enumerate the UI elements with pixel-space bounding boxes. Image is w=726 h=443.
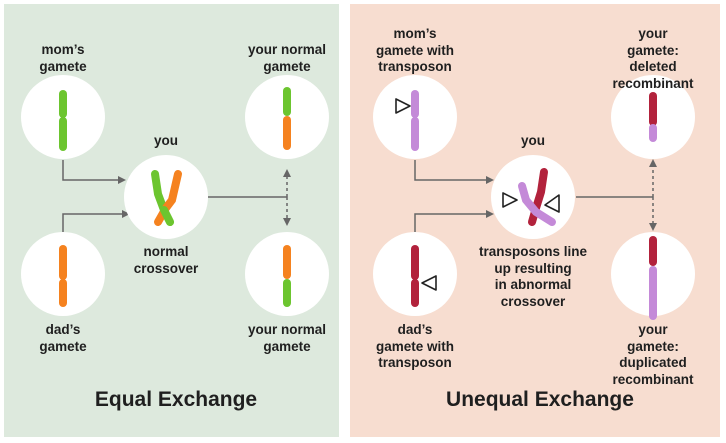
- dad-transposon-to-you-arrow: [414, 210, 494, 232]
- you-circle: [124, 155, 208, 239]
- you-unequal-circle: [491, 155, 575, 239]
- dad-to-you-arrow: [62, 210, 130, 232]
- transposon-icon: [544, 194, 560, 213]
- dads-gamete-label: dad’s gamete: [39, 322, 87, 354]
- transposon-icon: [502, 192, 518, 208]
- normal-gamete-bottom-label: your normal gamete: [247, 322, 327, 354]
- transposon-icon: [395, 98, 411, 114]
- mom-to-you-arrow: [62, 160, 126, 184]
- crossover-chromosomes: [151, 170, 182, 226]
- duplicated-recombinant-label: your gamete: duplicated recombinant: [612, 322, 694, 387]
- mom-transposon-to-you-arrow: [414, 160, 494, 184]
- equal-exchange-title: Equal Exchange: [94, 388, 258, 411]
- right-connectors: [414, 159, 657, 232]
- unequal-crossover-chromosomes: [518, 168, 556, 226]
- dad-transposon-label: dad’s gamete with transposon: [375, 322, 455, 370]
- normal-gamete-top-label: your normal gamete: [247, 42, 327, 74]
- unequal-exchange-title: Unequal Exchange: [446, 388, 634, 411]
- you-label: you: [153, 133, 179, 148]
- deleted-recombinant-label: your gamete: deleted recombinant: [612, 26, 694, 91]
- normal-crossover-label: normal crossover: [133, 244, 199, 276]
- left-connectors: [62, 160, 291, 232]
- moms-gamete-label: mom’s gamete: [39, 42, 87, 74]
- transposon-icon: [421, 275, 437, 291]
- mom-transposon-label: mom’s gamete with transposon: [375, 26, 455, 74]
- you-unequal-label: you: [520, 133, 546, 148]
- transposons-line-up-label: transposons line up resulting in abnorma…: [478, 244, 588, 309]
